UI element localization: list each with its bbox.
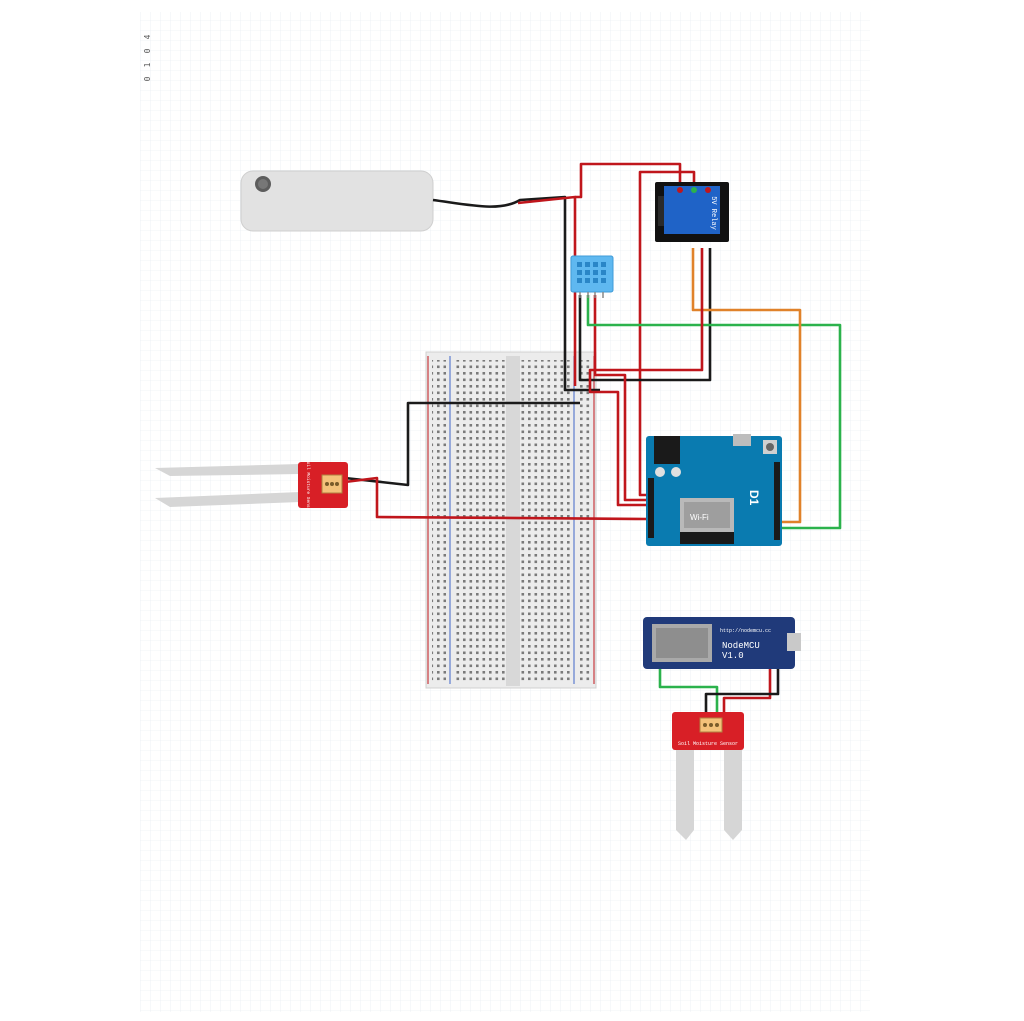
wire-node-green xyxy=(658,668,719,725)
relay-module[interactable]: 5V Relay xyxy=(655,182,729,242)
nodemcu-version: V1.0 xyxy=(722,651,744,661)
wemos-d1-board[interactable]: Wi-Fi D1 xyxy=(646,434,782,546)
nodemcu-url: http://nodemcu.cc xyxy=(720,628,771,634)
ruler-mark: 1 xyxy=(143,62,152,68)
wifi-module-label: Wi-Fi xyxy=(690,513,709,522)
wire-node-black xyxy=(704,668,780,725)
breadboard[interactable] xyxy=(425,351,597,689)
wire-relay-orange xyxy=(691,248,802,524)
canvas-ruler: 4 0 1 0 xyxy=(143,30,153,86)
ruler-mark: 0 xyxy=(143,48,152,54)
wire-dht-red xyxy=(593,295,648,502)
nodemcu-title: NodeMCU xyxy=(722,641,760,651)
ruler-mark: 0 xyxy=(143,76,152,82)
d1-logo: D1 xyxy=(747,490,761,506)
wires xyxy=(344,162,842,725)
wire-relay-red-3 xyxy=(588,248,704,507)
water-pump[interactable] xyxy=(240,170,434,232)
soil-bottom-label: Soil Moisture Sensor xyxy=(678,741,738,747)
wire-pump-black xyxy=(432,195,600,392)
wire-soil-red xyxy=(344,476,649,521)
relay-label: 5V Relay xyxy=(709,196,717,230)
ruler-mark: 4 xyxy=(143,34,152,40)
soil-sensor-bottom[interactable]: Soil Moisture Sensor xyxy=(672,712,744,840)
wire-dht-black xyxy=(578,248,712,382)
wire-dht-green xyxy=(586,295,842,530)
soil-sensor-left[interactable]: Soil Moisture Sensor xyxy=(155,459,348,513)
nodemcu-board[interactable]: http://nodemcu.cc NodeMCU V1.0 xyxy=(643,617,801,669)
dht-sensor[interactable] xyxy=(570,255,614,298)
soil-left-label: Soil Moisture Sensor xyxy=(305,459,311,513)
wire-node-red xyxy=(722,668,772,725)
wire-relay-red-2 xyxy=(638,170,696,497)
